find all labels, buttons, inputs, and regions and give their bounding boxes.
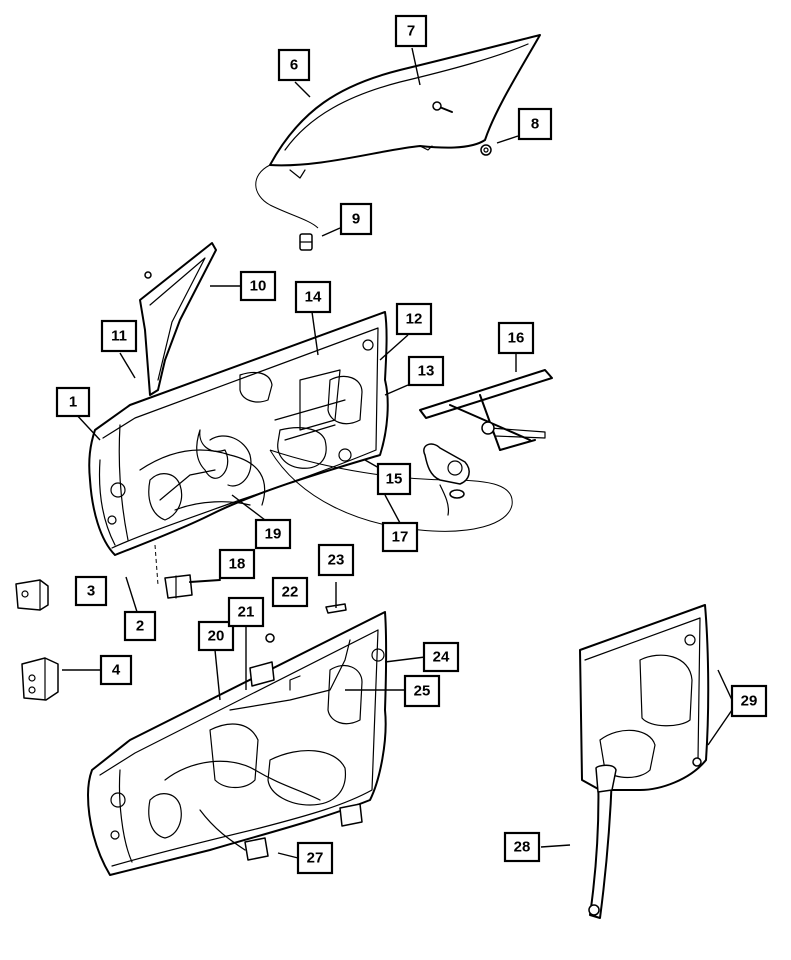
callout-17: 17 <box>381 521 419 553</box>
callout-25-label: 25 <box>414 683 431 700</box>
callout-3: 3 <box>74 575 108 607</box>
callout-4-label: 4 <box>112 662 121 679</box>
door-glass <box>269 34 541 179</box>
callout-2: 2 <box>123 610 157 642</box>
callout-12: 12 <box>395 302 433 336</box>
callout-28-label: 28 <box>514 839 531 856</box>
callout-29-label: 29 <box>741 693 758 710</box>
rear-door-detail <box>579 604 710 791</box>
harness-connector <box>325 603 347 614</box>
callout-2-label: 2 <box>136 618 144 635</box>
connector-block-right <box>339 803 363 827</box>
callout-8: 8 <box>517 107 553 141</box>
callout-10: 10 <box>239 270 277 302</box>
callout-11: 11 <box>100 319 138 353</box>
callout-1-label: 1 <box>69 394 77 411</box>
lower-wiring-harness <box>164 639 351 851</box>
callout-13: 13 <box>407 355 445 387</box>
callout-20-label: 20 <box>208 628 225 645</box>
callout-19: 19 <box>254 518 292 550</box>
door-hinge-upper <box>15 579 49 611</box>
door-check-strap <box>164 574 221 599</box>
callout-1: 1 <box>55 386 91 418</box>
callout-4: 4 <box>99 654 133 686</box>
callout-23-label: 23 <box>328 552 345 569</box>
connector-block-left <box>244 837 269 861</box>
glass-run-channel <box>588 764 617 919</box>
callout-10-label: 10 <box>250 278 267 295</box>
mirror-patch-frame <box>139 242 217 396</box>
callout-21: 21 <box>227 596 265 628</box>
callout-25: 25 <box>403 674 441 708</box>
callout-21-label: 21 <box>238 604 255 621</box>
callout-18: 18 <box>218 548 256 580</box>
callout-12-label: 12 <box>406 311 423 328</box>
callout-22-label: 22 <box>282 584 299 601</box>
window-regulator <box>419 369 553 451</box>
callout-13-label: 13 <box>418 363 435 380</box>
callout-8-label: 8 <box>531 116 539 133</box>
callout-16-label: 16 <box>508 330 525 347</box>
callout-20: 20 <box>197 620 235 652</box>
callout-3-label: 3 <box>87 583 95 600</box>
push-pin <box>265 633 275 643</box>
glass-track-path <box>255 164 319 229</box>
callout-11-label: 11 <box>111 328 127 345</box>
switch-bezel <box>249 661 275 687</box>
upper-wiring-harness <box>139 449 266 506</box>
callout-17-label: 17 <box>392 529 409 546</box>
callout-15: 15 <box>376 462 412 496</box>
leader-lines <box>62 47 733 859</box>
callout-6: 6 <box>277 48 311 82</box>
lower-door-shell <box>87 611 388 876</box>
callout-29: 29 <box>730 684 768 718</box>
callout-28: 28 <box>503 831 541 863</box>
callout-14-label: 14 <box>305 289 322 306</box>
callout-24: 24 <box>422 641 460 673</box>
callout-16: 16 <box>497 321 535 355</box>
callout-18-label: 18 <box>229 556 246 573</box>
callout-15-label: 15 <box>386 471 403 488</box>
door-hinge-lower <box>21 657 59 701</box>
glass-bolt <box>432 101 492 156</box>
callout-23: 23 <box>317 543 355 577</box>
upper-window-regulator-ghost <box>274 369 346 441</box>
callout-22: 22 <box>271 576 309 608</box>
callout-6-label: 6 <box>290 57 298 74</box>
callout-7-label: 7 <box>407 23 415 40</box>
callout-27: 27 <box>296 841 334 875</box>
glass-clip <box>299 233 313 251</box>
callout-9: 9 <box>339 202 373 236</box>
regulator-motor <box>423 443 470 516</box>
callout-7: 7 <box>394 14 428 48</box>
callout-27-label: 27 <box>307 850 324 867</box>
check-strap-path <box>154 544 159 586</box>
callout-9-label: 9 <box>352 211 360 228</box>
callout-19-label: 19 <box>265 526 282 543</box>
callout-24-label: 24 <box>433 649 450 666</box>
callout-14: 14 <box>294 280 332 314</box>
